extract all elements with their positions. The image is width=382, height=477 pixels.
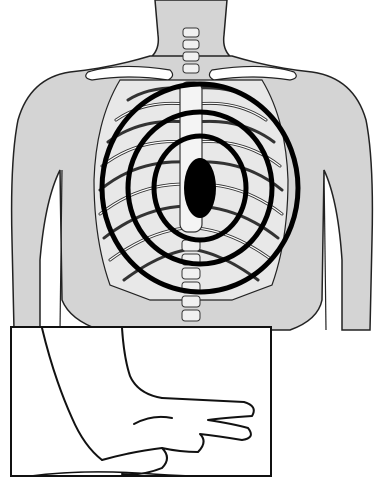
hand-fingers bbox=[162, 398, 254, 452]
forearm-left bbox=[42, 328, 102, 460]
right-arm-line bbox=[324, 170, 326, 330]
hands-inset-panel bbox=[10, 326, 272, 477]
forearm-right bbox=[122, 328, 162, 398]
hands-icon bbox=[12, 328, 272, 477]
compression-point bbox=[184, 158, 216, 218]
hand-heel bbox=[102, 448, 167, 474]
